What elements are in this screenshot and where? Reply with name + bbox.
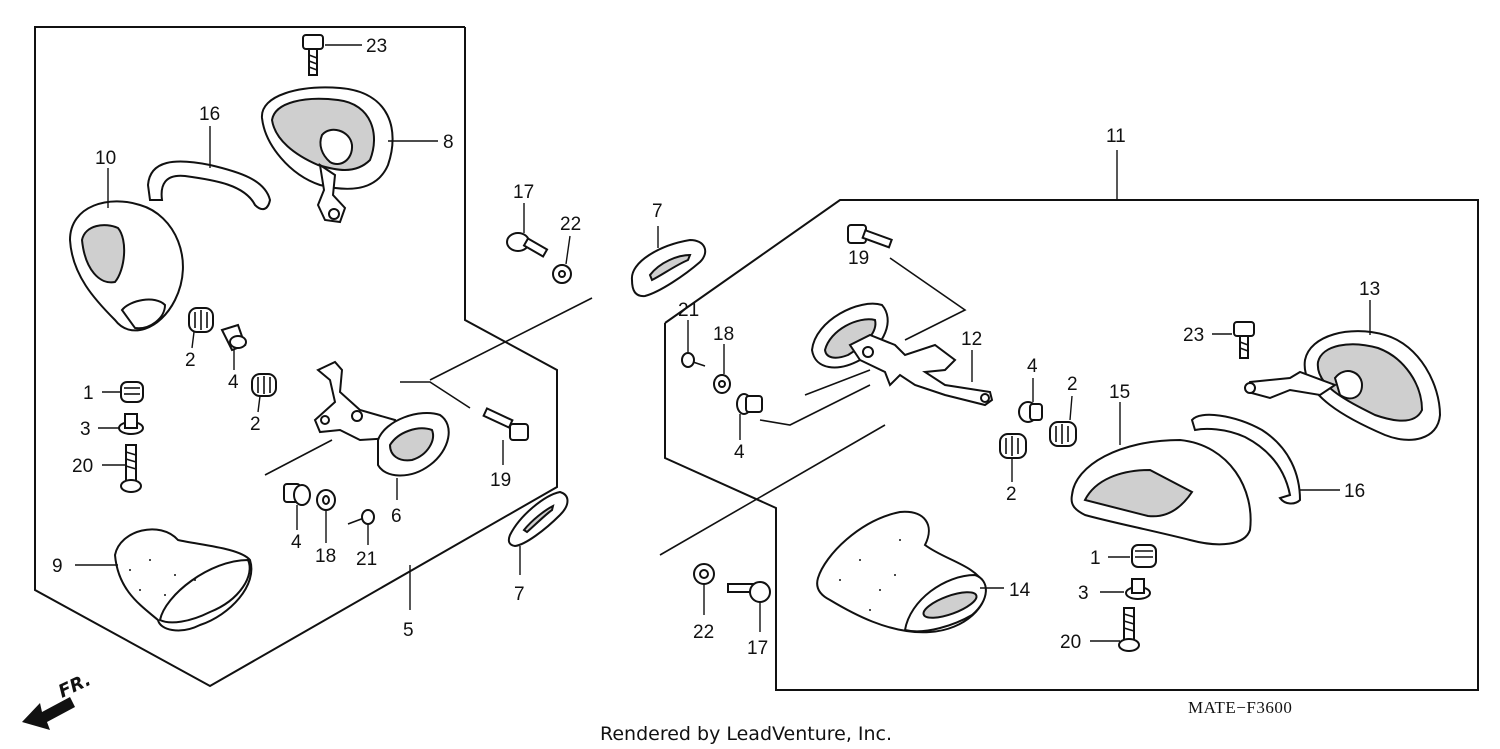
grommet-1-right[interactable] [1131, 544, 1157, 568]
bolt-17-top[interactable] [506, 232, 549, 258]
grommet-2-left-a[interactable] [188, 307, 214, 333]
bracket-left[interactable] [313, 360, 397, 442]
callout-16-right: 16 [1344, 481, 1365, 502]
callout-15: 15 [1109, 382, 1130, 403]
seal-strip-16-left[interactable] [146, 160, 272, 211]
bolt-19-left[interactable] [482, 407, 529, 441]
collar-4-left-b[interactable] [283, 483, 311, 506]
front-direction-arrow-icon [22, 697, 75, 730]
callout-21-left: 21 [356, 549, 377, 570]
grommet-1-left[interactable] [120, 381, 144, 403]
callout-1-right: 1 [1090, 548, 1101, 569]
boot-9[interactable] [113, 528, 253, 632]
callout-10: 10 [95, 148, 116, 169]
lens-cover-10[interactable] [68, 200, 184, 332]
seal-strip-16-right[interactable] [1190, 413, 1302, 505]
callout-4-left-a: 4 [228, 372, 239, 393]
callout-4-right-b: 4 [1027, 356, 1038, 377]
callout-4-right-a: 4 [734, 442, 745, 463]
gasket-7-top[interactable] [630, 238, 707, 298]
callout-20-left: 20 [72, 456, 93, 477]
callout-2-left-b: 2 [250, 414, 261, 435]
callout-19-right: 19 [848, 248, 869, 269]
callout-21-right: 21 [678, 300, 699, 321]
callout-19-left: 19 [490, 470, 511, 491]
bracket-12[interactable] [848, 333, 994, 407]
callout-17-top: 17 [513, 182, 534, 203]
collar-4-right-a[interactable] [736, 393, 763, 415]
screw-21-right[interactable] [681, 352, 706, 368]
callout-2-right-a: 2 [1067, 374, 1078, 395]
grommet-2-right-b[interactable] [999, 433, 1027, 459]
collar-3-right[interactable] [1125, 578, 1151, 600]
callout-3-right: 3 [1078, 583, 1089, 604]
bolt-23-right[interactable] [1233, 321, 1255, 359]
lens-cover-15[interactable] [1070, 438, 1252, 546]
callout-18-left: 18 [315, 546, 336, 567]
bolt-23-left[interactable] [302, 34, 324, 76]
callout-2-right-b: 2 [1006, 484, 1017, 505]
washer-18-right[interactable] [713, 374, 731, 394]
render-credit: Rendered by LeadVenture, Inc. [600, 723, 892, 745]
callout-11: 11 [1106, 126, 1126, 147]
callout-1-left: 1 [83, 383, 94, 404]
bolt-19-right[interactable] [847, 224, 893, 249]
callout-8: 8 [443, 132, 454, 153]
callout-3-left: 3 [80, 419, 91, 440]
callout-5: 5 [403, 620, 414, 641]
collar-4-left-a[interactable] [220, 323, 247, 352]
callout-13: 13 [1359, 279, 1380, 300]
callout-23-left: 23 [366, 36, 387, 57]
callout-12: 12 [961, 329, 982, 350]
callout-22-bottom: 22 [693, 622, 714, 643]
bolt-20-right[interactable] [1118, 607, 1140, 652]
diagram-code: MATE−F3600 [1188, 698, 1292, 717]
lens-housing-13[interactable] [1244, 330, 1442, 441]
callout-4-left-b: 4 [291, 532, 302, 553]
callout-23-right: 23 [1183, 325, 1204, 346]
callout-16-left: 16 [199, 104, 220, 125]
bolt-17-bottom[interactable] [727, 581, 771, 603]
callout-17-bottom: 17 [747, 638, 768, 659]
callout-6: 6 [391, 506, 402, 527]
grommet-2-right-a[interactable] [1049, 421, 1077, 447]
callout-20-right: 20 [1060, 632, 1081, 653]
callout-7-top: 7 [652, 201, 663, 222]
callout-18-right: 18 [713, 324, 734, 345]
right-assembly-frame [664, 199, 1479, 691]
direction-label: FR. [55, 669, 94, 702]
callout-9: 9 [52, 556, 63, 577]
screw-21-left[interactable] [347, 509, 375, 525]
bolt-20-left[interactable] [120, 444, 142, 493]
callout-2-left-a: 2 [185, 350, 196, 371]
callout-7-bottom: 7 [514, 584, 525, 605]
callout-22-top: 22 [560, 214, 581, 235]
collar-3-left[interactable] [118, 413, 144, 435]
callout-14: 14 [1009, 580, 1031, 601]
boot-14[interactable] [816, 510, 987, 634]
washer-18-left[interactable] [316, 489, 336, 511]
grommet-2-left-b[interactable] [251, 373, 277, 397]
socket-6-left[interactable] [377, 412, 450, 477]
washer-22-bottom[interactable] [693, 563, 715, 585]
left-assembly-frame [34, 26, 558, 688]
collar-4-right-b[interactable] [1018, 401, 1043, 423]
washer-22-top[interactable] [552, 264, 572, 284]
lens-housing-8[interactable] [260, 86, 394, 224]
gasket-7-bottom[interactable] [507, 490, 569, 548]
